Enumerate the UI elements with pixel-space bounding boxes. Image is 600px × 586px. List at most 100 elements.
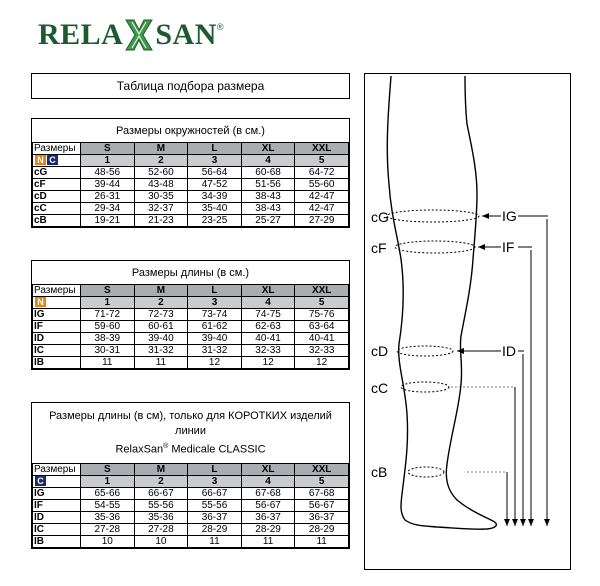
size-number: 4 — [240, 474, 296, 488]
cell: 55-60 — [294, 178, 349, 191]
size-number: 1 — [80, 296, 135, 309]
cell: 67-68 — [294, 486, 349, 500]
cell: 43-48 — [133, 178, 189, 191]
size-number: 2 — [133, 296, 189, 309]
logo-text-san: SAN — [155, 18, 217, 51]
cell: 64-72 — [294, 166, 349, 179]
circumference-table-box: Размеры окружностей (в см.) Размеры S M … — [31, 118, 350, 228]
circumference-caption: Размеры окружностей (в см.) — [116, 125, 265, 137]
label-cc: cC — [371, 380, 388, 396]
cell: 42-47 — [294, 202, 349, 215]
cd-ring — [396, 345, 454, 357]
row-label: ID — [32, 510, 81, 524]
cell: 34-39 — [187, 190, 242, 203]
cell: 59-60 — [80, 320, 135, 333]
cell: 32-33 — [240, 344, 296, 357]
cell: 48-56 — [80, 166, 135, 179]
cell: 11 — [240, 534, 296, 548]
length-caption: Размеры длины (в см.) — [131, 267, 250, 279]
cell: 60-68 — [240, 166, 296, 179]
logo-x-icon — [125, 19, 154, 51]
row-label: IC — [32, 522, 81, 536]
logo-registered-mark: ® — [216, 22, 224, 32]
cell: 56-64 — [187, 166, 242, 179]
size-number: 1 — [80, 154, 135, 167]
size-number: 4 — [240, 296, 296, 309]
cg-ring — [386, 209, 480, 223]
cell: 40-41 — [240, 332, 296, 345]
cell: 12 — [294, 356, 349, 369]
size-header: XXL — [294, 284, 349, 297]
cell: 28-29 — [240, 522, 296, 536]
cell: 54-55 — [80, 498, 135, 512]
cell: 36-37 — [294, 510, 349, 524]
row-label: IG — [32, 486, 81, 500]
registered-mark: ® — [163, 443, 169, 450]
cell: 32-37 — [133, 202, 189, 215]
cell: 35-36 — [80, 510, 135, 524]
cell: 36-37 — [187, 510, 242, 524]
label-cg: cG — [371, 209, 389, 225]
size-header: XL — [240, 284, 296, 297]
row-label: IF — [32, 320, 81, 333]
cell: 27-28 — [80, 522, 135, 536]
brand-name: RelaxSan — [115, 443, 164, 456]
short-caption-line2: RelaxSan® Medicale CLASSIC — [36, 439, 345, 458]
cell: 51-56 — [240, 178, 296, 191]
cell: 40-41 — [294, 332, 349, 345]
leg-diagram-box: cG cF cD cC cB IG IF ID — [364, 73, 571, 570]
sizes-label: Размеры — [32, 462, 81, 476]
cell: 38-43 — [240, 190, 296, 203]
cell: 55-56 — [133, 498, 189, 512]
size-number: 2 — [133, 474, 189, 488]
badge-c: C — [35, 476, 46, 487]
row-label: cG — [32, 166, 81, 179]
size-header: XXL — [294, 142, 349, 155]
cell: 30-35 — [133, 190, 189, 203]
size-number: 5 — [294, 474, 349, 488]
row-label: ID — [32, 332, 81, 345]
size-header: M — [133, 142, 189, 155]
cell: 27-29 — [294, 214, 349, 227]
size-number: 4 — [240, 154, 296, 167]
cell: 73-74 — [187, 308, 242, 321]
cell: 39-40 — [187, 332, 242, 345]
cell: 11 — [80, 356, 135, 369]
cell: 74-75 — [240, 308, 296, 321]
cell: 75-76 — [294, 308, 349, 321]
size-header: XXL — [294, 462, 349, 476]
badge-c: C — [47, 155, 58, 166]
label-cf: cF — [371, 240, 387, 256]
cb-ring — [407, 466, 445, 478]
badge-cell: N — [32, 296, 81, 309]
size-number: 1 — [80, 474, 135, 488]
cell: 31-32 — [187, 344, 242, 357]
logo-text-rela: RELA — [38, 18, 124, 51]
badge-cell: C — [32, 474, 81, 488]
cell: 23-25 — [187, 214, 242, 227]
cell: 11 — [294, 534, 349, 548]
cell: 30-31 — [80, 344, 135, 357]
label-ig: IG — [502, 208, 517, 224]
page-title: Таблица подбора размера — [31, 73, 350, 99]
cell: 12 — [187, 356, 242, 369]
row-label: IC — [32, 344, 81, 357]
row-label: cC — [32, 202, 81, 215]
row-label: IG — [32, 308, 81, 321]
cell: 52-60 — [133, 166, 189, 179]
size-number: 3 — [187, 474, 242, 488]
cell: 11 — [133, 356, 189, 369]
size-header: S — [80, 284, 135, 297]
